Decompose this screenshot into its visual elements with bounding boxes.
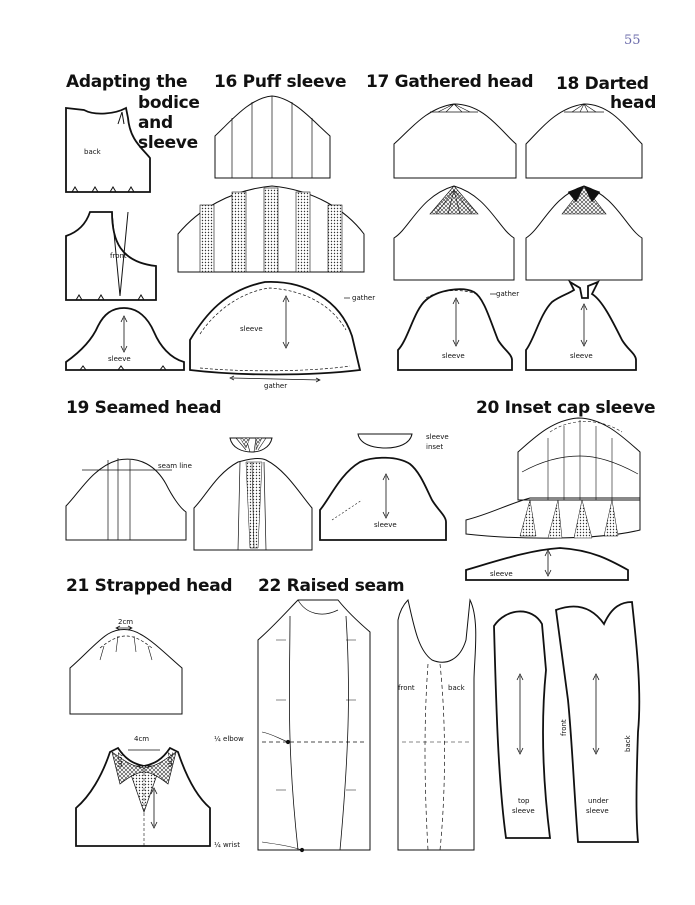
label-sleeve-puff: sleeve	[240, 325, 263, 333]
page-number: 55	[624, 33, 641, 48]
darted-head-slashed	[525, 103, 643, 179]
label-sleeve-basic: sleeve	[108, 355, 131, 363]
label-wrist: ¼ wrist	[214, 841, 240, 849]
label-sleeve-inset-2: inset	[426, 443, 443, 451]
gathered-head-spread	[393, 185, 515, 281]
seamed-head-panels	[193, 437, 313, 551]
label-back-raised: back	[448, 684, 466, 692]
title-darted-head-1: 18 Darted	[556, 74, 649, 94]
front-bodice-pattern	[65, 211, 157, 301]
seamed-head-sleeve	[65, 458, 187, 541]
label-top-sleeve-1: top	[518, 797, 530, 805]
label-sleeve-inset-1: sleeve	[426, 433, 449, 441]
darted-head-final	[525, 279, 637, 371]
label-4cm: 4cm	[134, 735, 149, 743]
title-seamed-head: 19 Seamed head	[66, 398, 222, 418]
label-back-bodice: back	[84, 148, 102, 156]
title-adapting-2: bodice	[138, 93, 200, 113]
title-strapped-head: 21 Strapped head	[66, 576, 233, 596]
label-seam-line: seam line	[158, 462, 192, 470]
title-adapting-3: and	[138, 113, 173, 133]
label-sleeve-seamed-head: sleeve	[374, 521, 397, 529]
strapped-head-final	[75, 746, 211, 847]
puff-sleeve-slashed	[214, 95, 331, 179]
title-adapting-1: Adapting the	[66, 72, 188, 92]
label-under-sleeve-2: sleeve	[586, 807, 609, 815]
title-raised-seam: 22 Raised seam	[258, 576, 405, 596]
label-gather-gathered-head: gather	[496, 290, 519, 298]
label-gather-puff-bottom: gather	[264, 382, 287, 390]
label-sleeve-darted-head: sleeve	[570, 352, 593, 360]
gathered-head-final	[397, 288, 513, 371]
strapped-head-slashed	[69, 625, 183, 715]
title-inset-cap-sleeve: 20 Inset cap sleeve	[476, 398, 656, 418]
title-gathered-head: 17 Gathered head	[366, 72, 534, 92]
back-bodice-pattern	[65, 106, 151, 193]
raised-seam-draft	[257, 599, 371, 853]
darted-head-spread	[525, 185, 643, 281]
title-adapting-4: sleeve	[138, 133, 198, 153]
raised-seam-front-back	[397, 598, 477, 851]
top-sleeve-piece	[493, 610, 552, 839]
label-2cm-right: 2cm	[166, 752, 174, 767]
label-2cm-top: 2cm	[118, 618, 133, 626]
label-front-bodice: front	[110, 252, 127, 260]
inset-cap-sleeve-patterns	[465, 417, 641, 581]
under-sleeve-piece	[555, 601, 641, 843]
label-elbow: ¼ elbow	[214, 735, 244, 743]
label-under-sleeve-1: under	[588, 797, 609, 805]
title-puff-sleeve: 16 Puff sleeve	[214, 72, 347, 92]
label-2cm-left: 2cm	[116, 752, 124, 767]
label-top-sleeve-2: sleeve	[512, 807, 535, 815]
puff-sleeve-final	[189, 281, 362, 383]
label-gather-puff-top: gather	[352, 294, 375, 302]
label-front-under: front	[560, 719, 568, 736]
label-front-raised: front	[398, 684, 415, 692]
label-back-under: back	[624, 734, 632, 752]
title-darted-head-2: head	[610, 93, 657, 113]
gathered-head-slashed	[393, 103, 517, 179]
seamed-head-final	[319, 433, 447, 541]
basic-sleeve-pattern	[65, 307, 185, 371]
label-sleeve-inset-cap: sleeve	[490, 570, 513, 578]
label-sleeve-gathered-head: sleeve	[442, 352, 465, 360]
puff-sleeve-spread	[177, 185, 365, 273]
